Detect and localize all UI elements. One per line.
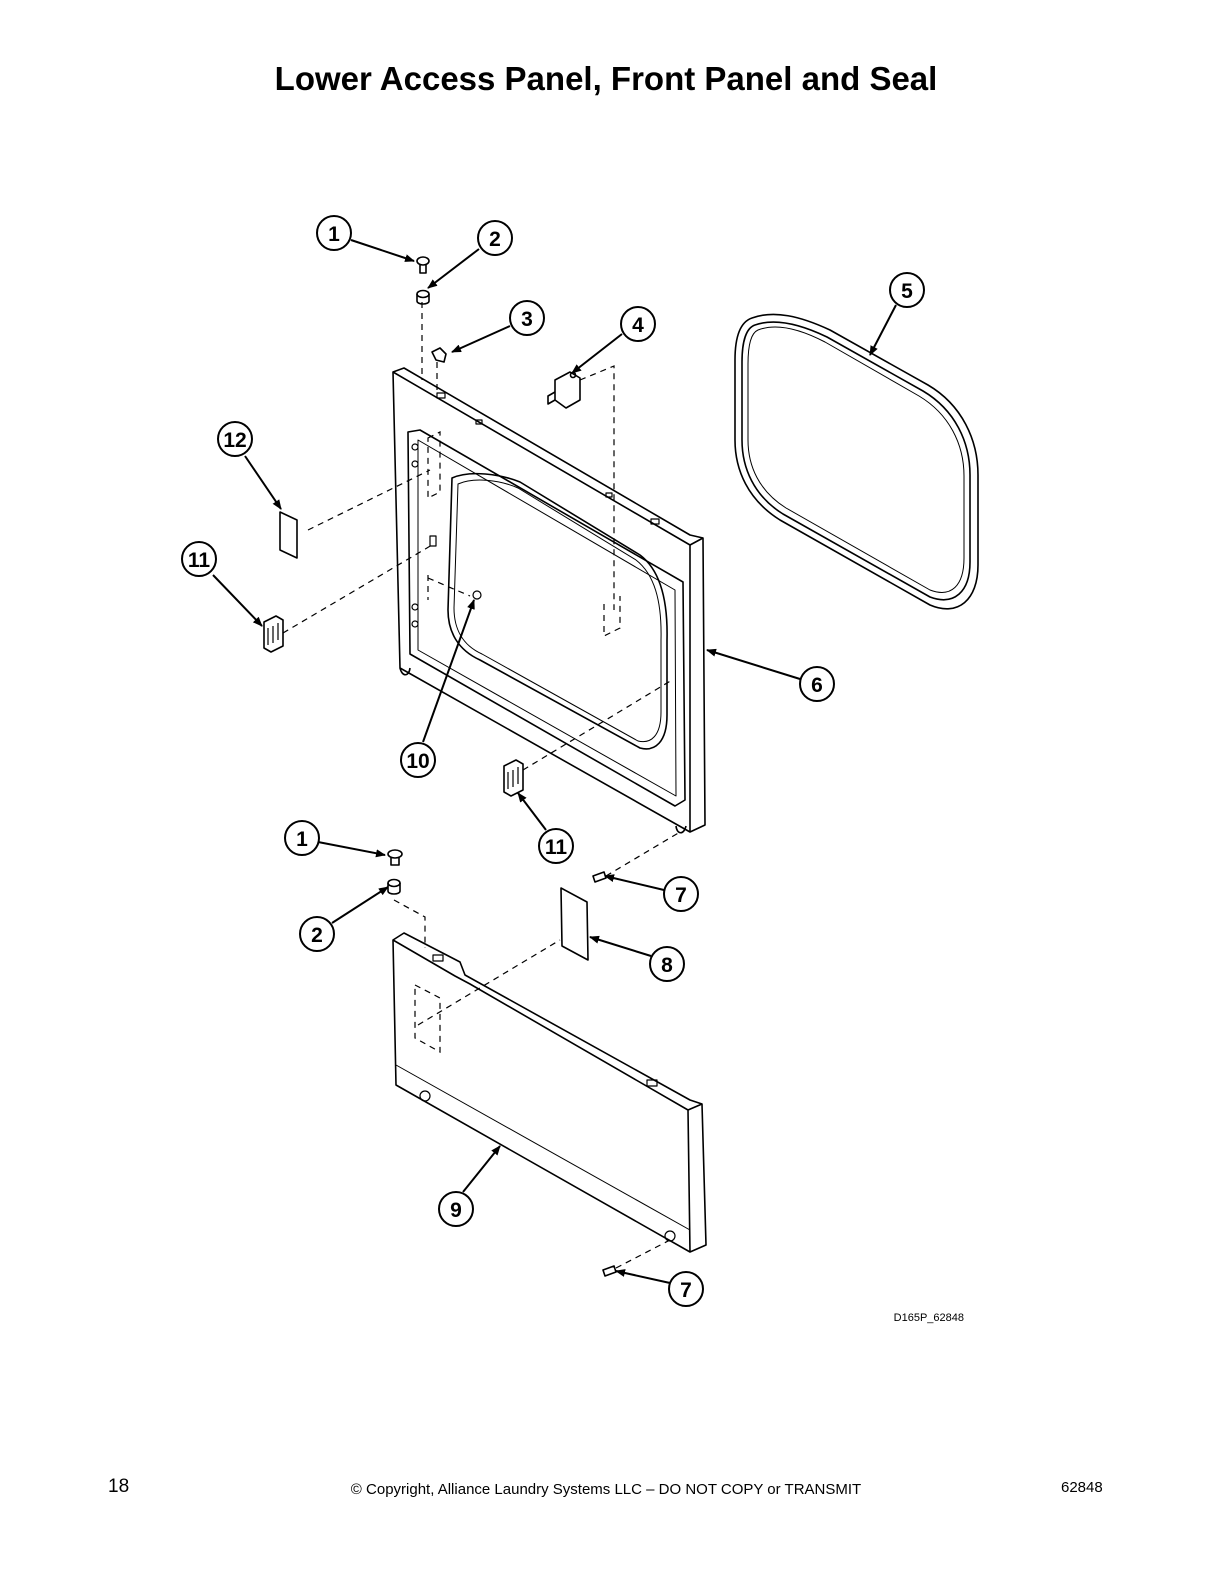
svg-text:1: 1 <box>296 828 308 851</box>
assembly-lines <box>282 302 681 1269</box>
latch-bottom-part <box>503 759 524 797</box>
callout-7-lower: 7 <box>668 1271 704 1307</box>
svg-text:11: 11 <box>545 836 568 859</box>
svg-text:2: 2 <box>311 924 323 947</box>
callout-5: 5 <box>889 272 925 308</box>
document-number: 62848 <box>1061 1479 1103 1496</box>
svg-text:12: 12 <box>223 429 246 452</box>
callout-11-bottom: 11 <box>538 828 574 864</box>
svg-text:10: 10 <box>406 750 429 773</box>
copyright-notice: © Copyright, Alliance Laundry Systems LL… <box>350 1481 862 1498</box>
callout-9: 9 <box>438 1191 474 1227</box>
lower-access-panel-part <box>392 932 707 1253</box>
svg-text:8: 8 <box>661 954 673 977</box>
callout-3: 3 <box>509 300 545 336</box>
page-number: 18 <box>108 1476 130 1497</box>
screw-top-part <box>416 256 430 274</box>
callout-7-upper: 7 <box>663 876 699 912</box>
spacer-top-part <box>416 289 430 305</box>
label-part <box>279 511 298 559</box>
svg-text:6: 6 <box>811 674 823 697</box>
callout-8: 8 <box>649 946 685 982</box>
svg-text:11: 11 <box>188 549 211 572</box>
svg-text:7: 7 <box>675 884 687 907</box>
svg-text:5: 5 <box>901 280 913 303</box>
clip-part <box>431 347 447 363</box>
door-switch-part <box>547 371 581 409</box>
callouts: 1 2 3 4 5 6 12 11 10 11 1 2 7 8 9 7 <box>181 215 925 1307</box>
latch-top-part <box>263 615 284 653</box>
label-lower-part <box>560 887 589 961</box>
callout-2-middle: 2 <box>299 916 335 952</box>
callout-4: 4 <box>620 306 656 342</box>
diagram-reference-code: D165P_62848 <box>894 1312 964 1324</box>
svg-text:2: 2 <box>489 228 501 251</box>
svg-text:1: 1 <box>328 223 340 246</box>
callout-1-middle: 1 <box>284 820 320 856</box>
page-title: Lower Access Panel, Front Panel and Seal <box>274 60 938 97</box>
small-screw-upper-part <box>592 871 607 883</box>
callout-6: 6 <box>799 666 835 702</box>
callout-10: 10 <box>400 742 436 778</box>
callout-12: 12 <box>217 421 253 457</box>
door-seal-part <box>734 313 979 610</box>
leader-arrows <box>212 239 897 1284</box>
screw-middle-part <box>387 849 403 866</box>
callout-1-top: 1 <box>316 215 352 251</box>
svg-text:9: 9 <box>450 1199 462 1222</box>
small-screw-lower-part <box>602 1265 617 1277</box>
svg-text:3: 3 <box>521 308 533 331</box>
svg-text:7: 7 <box>680 1279 692 1302</box>
front-panel-part <box>392 367 706 834</box>
spacer-middle-part <box>387 878 401 895</box>
callout-2-top: 2 <box>477 220 513 256</box>
callout-11-top: 11 <box>181 541 217 577</box>
svg-text:4: 4 <box>632 314 644 337</box>
